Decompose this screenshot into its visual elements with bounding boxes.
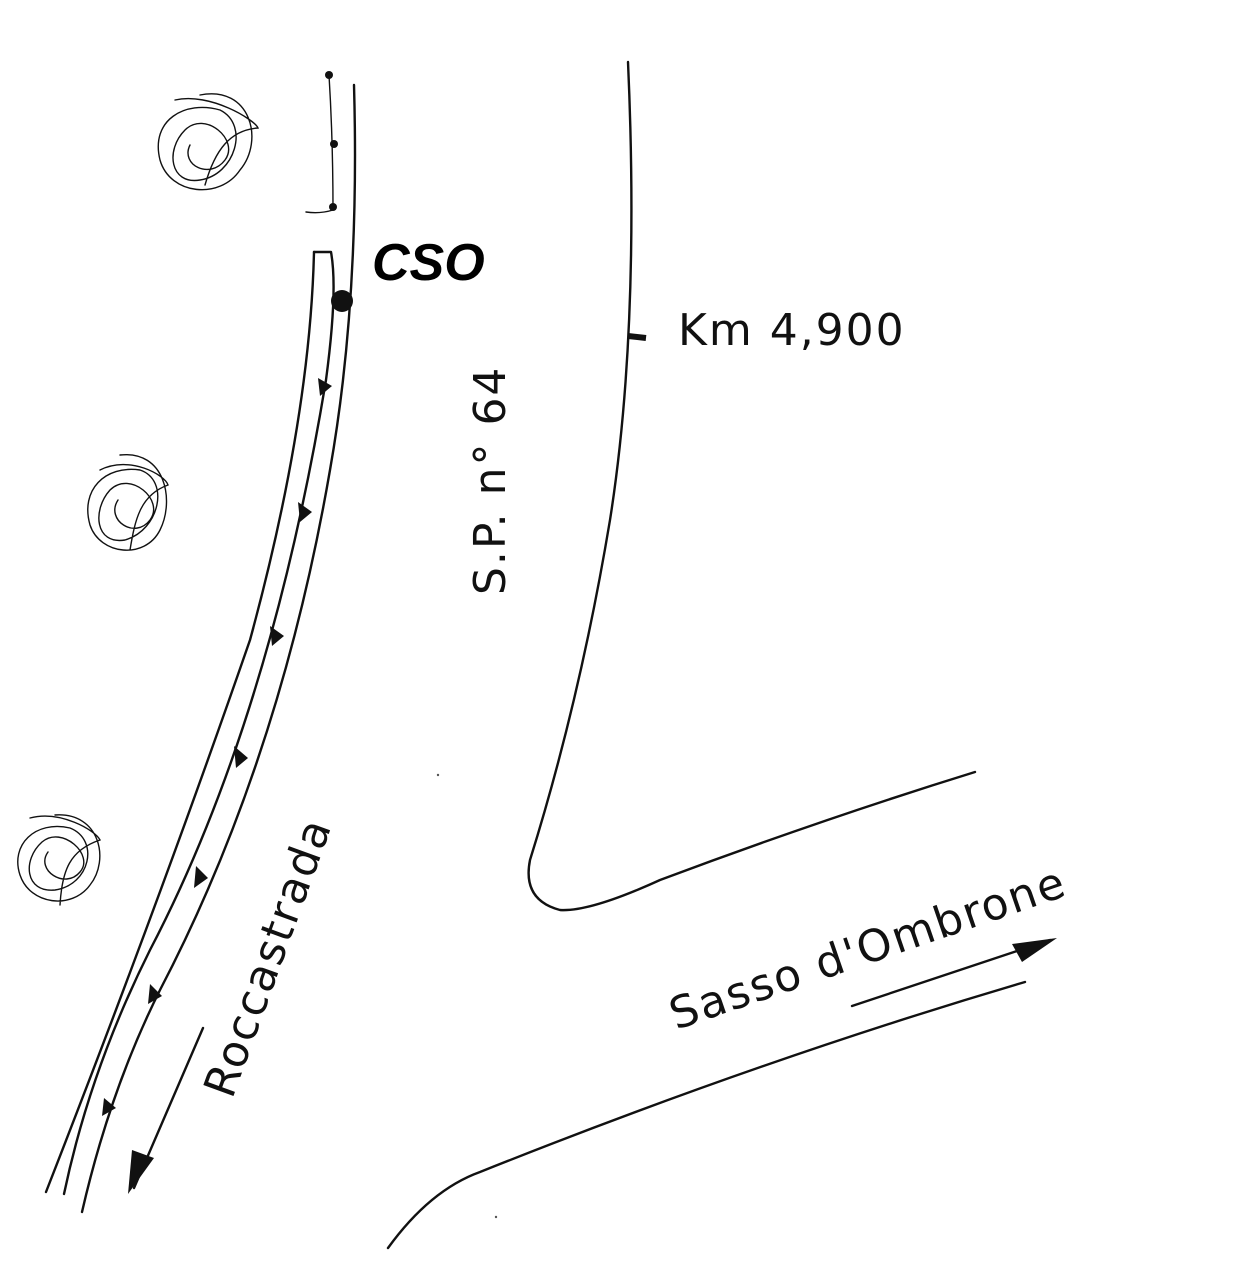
arrow-east-icon [850, 938, 1057, 1008]
curb-ticks [102, 378, 332, 1116]
direction-east-label: Sasso d'Ombrone [663, 857, 1073, 1041]
cso-marker-dot [331, 290, 353, 312]
km-label: Km 4,900 [678, 305, 906, 356]
tree-icon [157, 93, 259, 191]
stray-dot [494, 1215, 498, 1219]
direction-south-label: Roccastrada [194, 811, 342, 1104]
cso-label: CSO [372, 234, 485, 292]
road-left-curb [44, 83, 357, 1214]
tree-icon [17, 814, 101, 906]
tree-icon [87, 454, 169, 551]
road-right-edge [527, 60, 977, 912]
arrow-south-icon [128, 1026, 205, 1194]
km-tick [627, 333, 647, 341]
road-lower-edge [386, 980, 1027, 1250]
fence-segment [305, 71, 338, 214]
road-name-label: S.P. n° 64 [465, 366, 516, 595]
stray-dot [436, 773, 440, 777]
